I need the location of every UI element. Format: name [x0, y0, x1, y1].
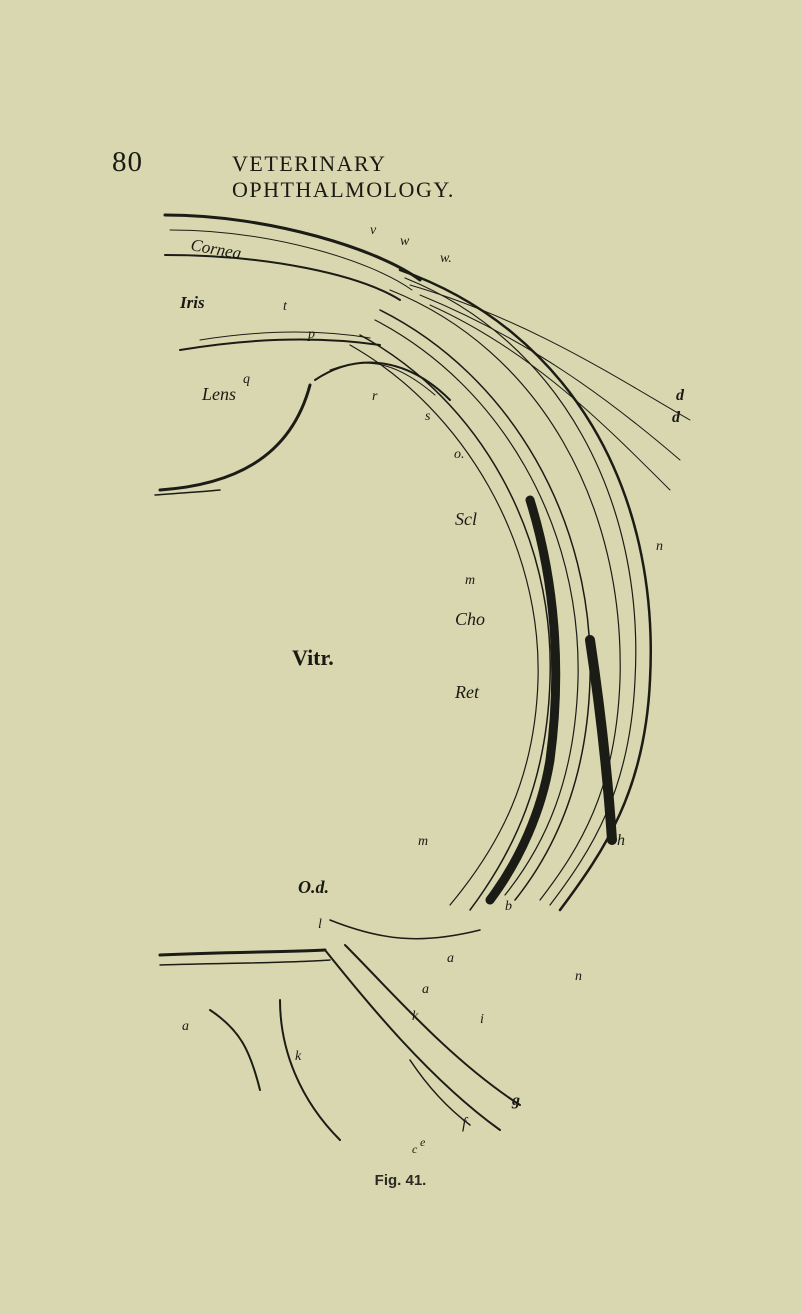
label-a: a	[182, 1019, 189, 1034]
label-o: o.	[454, 447, 465, 462]
label-n2: n	[575, 969, 582, 984]
label-cornea: Cornea	[189, 235, 243, 263]
label-n: n	[656, 539, 663, 554]
optic-nerve-sheath	[324, 949, 501, 1131]
label-g: g	[511, 1092, 520, 1109]
ciliary-body	[314, 361, 451, 401]
lens-outline	[158, 383, 312, 492]
label-lens: Lens	[201, 384, 236, 404]
label-d2: d	[672, 409, 681, 426]
label-r: r	[372, 389, 378, 404]
cornea-outline	[163, 213, 422, 282]
label-vitr: Vitr.	[292, 645, 334, 670]
page-number: 80	[112, 146, 143, 178]
running-head-title: VETERINARY OPHTHALMOLOGY.	[232, 151, 455, 202]
running-head: 80 VETERINARY OPHTHALMOLOGY.	[112, 146, 612, 202]
label-m2: m	[418, 834, 428, 849]
label-iris: Iris	[179, 293, 205, 312]
label-f: f	[462, 1115, 469, 1132]
figure-caption: Fig. 41.	[374, 1172, 427, 1189]
cornea-inner-outline	[164, 254, 401, 301]
label-q: q	[243, 372, 250, 387]
label-d: d	[676, 387, 685, 404]
label-a2: a	[447, 951, 454, 966]
label-v: v	[370, 223, 377, 238]
label-h: h	[617, 832, 625, 849]
label-b: b	[505, 899, 512, 914]
label-scl: Scl	[455, 509, 477, 529]
label-w2: w.	[440, 251, 452, 266]
eye-section-illustration: Cornea Iris Lens Vitr. Scl Cho Ret O.d. …	[150, 200, 710, 1170]
retina-layer	[359, 334, 551, 911]
label-p: p	[307, 327, 315, 342]
eye-section-drawing: Cornea Iris Lens Vitr. Scl Cho Ret O.d. …	[154, 213, 691, 1156]
label-k: k	[295, 1049, 302, 1064]
label-a3: a	[422, 982, 429, 997]
label-i: i	[480, 1012, 484, 1027]
label-s: s	[425, 409, 431, 424]
label-w: w	[400, 234, 410, 249]
label-cho: Cho	[455, 609, 485, 629]
choroid-dark-band	[485, 495, 561, 905]
label-ret: Ret	[454, 682, 480, 702]
label-l: l	[318, 917, 322, 932]
iris-outline	[179, 338, 381, 351]
label-c: c	[412, 1142, 418, 1156]
label-t: t	[283, 299, 288, 314]
label-od: O.d.	[298, 877, 329, 897]
label-e: e	[420, 1135, 426, 1149]
label-m: m	[465, 573, 475, 588]
optic-disc-lamina	[329, 919, 481, 940]
label-k2: k	[412, 1009, 419, 1024]
